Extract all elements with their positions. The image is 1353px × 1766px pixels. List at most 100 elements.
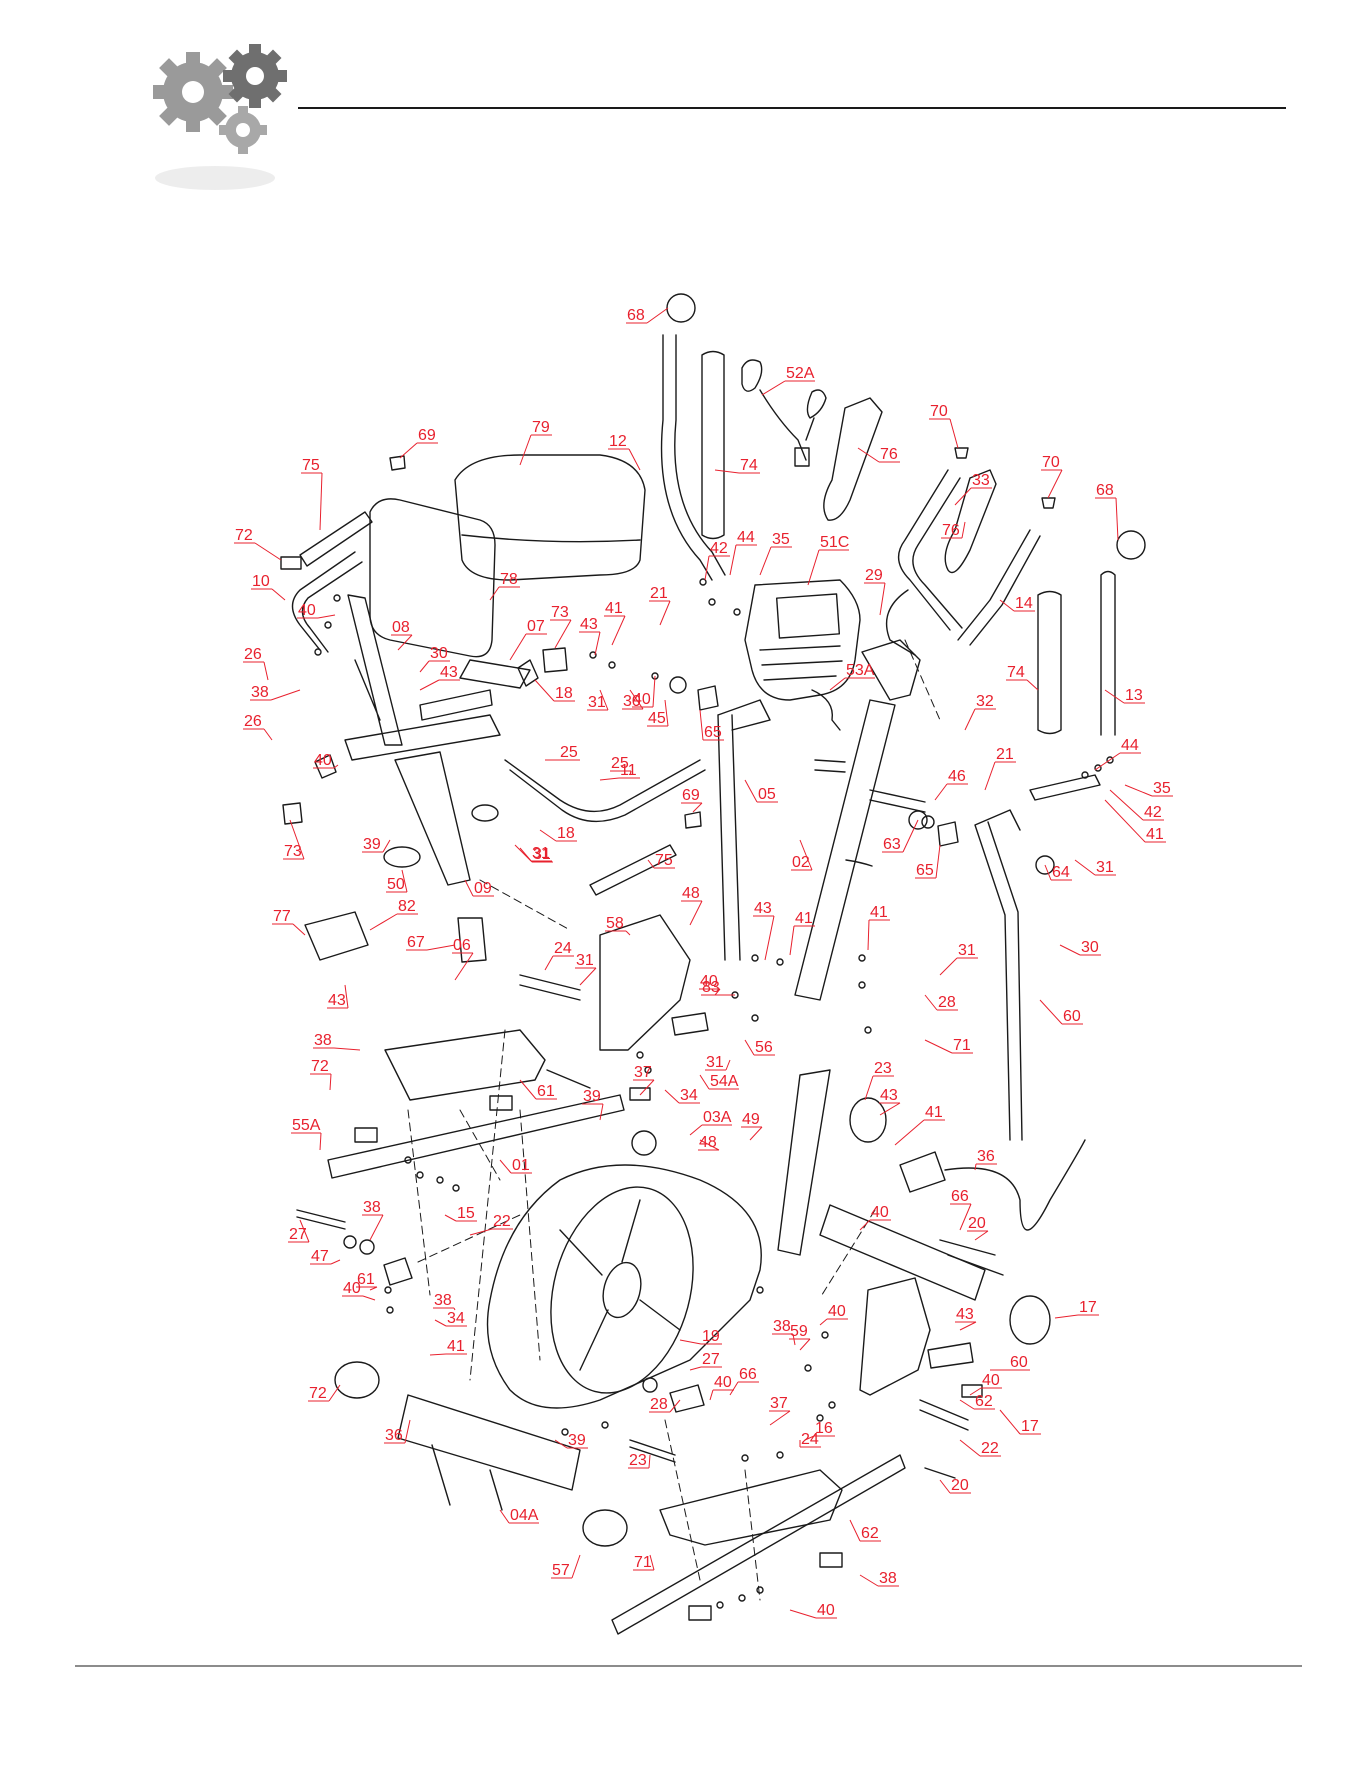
callout-label: 82 bbox=[398, 898, 416, 915]
part-01-main-frame bbox=[486, 1164, 762, 1409]
callout-label: 43 bbox=[754, 900, 772, 917]
callout-leader bbox=[859, 1574, 879, 1587]
assembly-guide-lines bbox=[407, 639, 941, 1601]
callout-leader bbox=[709, 1389, 714, 1401]
callout-leader bbox=[292, 923, 306, 936]
callout-label: 40 bbox=[314, 752, 332, 769]
small-gear-bottom-icon bbox=[219, 106, 267, 154]
callout-label: 68 bbox=[1096, 482, 1114, 499]
callout-label: 18 bbox=[557, 825, 575, 842]
callout-label: 62 bbox=[861, 1525, 879, 1542]
part-61-wheel bbox=[849, 1097, 887, 1143]
callout-leader bbox=[453, 1307, 456, 1311]
callout-label: 65 bbox=[704, 724, 722, 741]
callout-leader bbox=[969, 1387, 982, 1396]
callout-leader bbox=[799, 1338, 811, 1351]
callout-leader bbox=[344, 984, 349, 1009]
callout-leader bbox=[534, 679, 555, 702]
callout-leader bbox=[939, 1479, 951, 1494]
callout-label: 28 bbox=[650, 1396, 668, 1413]
callout-label: 33 bbox=[972, 472, 990, 489]
callout-label: 38 bbox=[314, 1032, 332, 1049]
part-73-block bbox=[542, 647, 568, 673]
part-49-tension-knob bbox=[631, 1130, 657, 1156]
callout-leader bbox=[749, 1126, 763, 1141]
callout-label: 01 bbox=[512, 1157, 530, 1174]
callout-leader bbox=[369, 913, 398, 931]
callout-label: 40 bbox=[714, 1374, 732, 1391]
callout-leader bbox=[599, 777, 620, 781]
part-10-backrest-frame bbox=[291, 551, 363, 653]
part-68-knob bbox=[1116, 530, 1146, 560]
callout-leader bbox=[829, 677, 846, 691]
part-76-upper-handle bbox=[823, 397, 883, 521]
callout-label: 44 bbox=[1121, 737, 1139, 754]
part-23-bolt bbox=[924, 1467, 956, 1479]
part-03a-left-pedal-rail bbox=[327, 1094, 625, 1179]
callout-label: 35 bbox=[772, 531, 790, 548]
callout-label: 75 bbox=[302, 457, 320, 474]
callout-leader bbox=[454, 952, 474, 981]
callout-leader bbox=[689, 900, 703, 926]
callout-leader bbox=[539, 829, 557, 842]
callout-label: 27 bbox=[289, 1226, 307, 1243]
callout-leader bbox=[1044, 864, 1052, 881]
callout-label: 45 bbox=[648, 710, 666, 727]
part-05-upper-arm bbox=[717, 699, 771, 961]
callout-label: 70 bbox=[930, 403, 948, 420]
part-23-bolt bbox=[546, 1069, 591, 1089]
callout-label: 54A bbox=[710, 1073, 739, 1090]
callout-leader bbox=[864, 1075, 874, 1101]
callout-label: 19 bbox=[702, 1328, 720, 1345]
callout-leader bbox=[599, 1103, 604, 1121]
callout-label: 40 bbox=[343, 1280, 361, 1297]
callout-leader bbox=[689, 1366, 702, 1371]
callout-leader bbox=[333, 1047, 361, 1051]
callout-leader bbox=[692, 802, 703, 813]
part-74-grip bbox=[1037, 590, 1062, 735]
callout-leader bbox=[399, 442, 418, 459]
callout-leader bbox=[807, 549, 820, 586]
parts-drawing bbox=[280, 293, 1146, 1635]
callout-label: 38 bbox=[363, 1199, 381, 1216]
callout-label: 14 bbox=[1015, 595, 1033, 612]
callout-leader bbox=[519, 434, 532, 466]
callout-leader bbox=[397, 634, 413, 651]
callout-label: 05 bbox=[758, 786, 776, 803]
callout-leader bbox=[961, 521, 966, 539]
callout-leader bbox=[1115, 497, 1119, 541]
callout-leader bbox=[902, 819, 919, 853]
callout-label: 40 bbox=[298, 602, 316, 619]
callout-leader bbox=[594, 631, 601, 656]
callout-label: 11 bbox=[620, 762, 637, 779]
callout-label: 38 bbox=[251, 684, 269, 701]
callout-label: 37 bbox=[634, 1064, 652, 1081]
callout-leader bbox=[959, 1439, 981, 1457]
part-68-knob bbox=[666, 293, 696, 323]
callout-leader bbox=[289, 819, 305, 860]
part-66-bushing bbox=[359, 1239, 375, 1255]
part-08-seat-post bbox=[347, 594, 403, 746]
callout-label: 49 bbox=[742, 1111, 760, 1128]
callout-leader bbox=[792, 1333, 796, 1346]
callout-label: 28 bbox=[938, 994, 956, 1011]
part-71-end-cap bbox=[354, 1127, 378, 1143]
callout-label: 55A bbox=[292, 1117, 321, 1134]
callout-leader bbox=[1059, 944, 1081, 956]
callout-leader bbox=[426, 944, 456, 951]
part-21-axle bbox=[869, 789, 926, 813]
callout-label: 76 bbox=[942, 522, 960, 539]
callout-leader bbox=[489, 586, 500, 601]
part-02-console-mast bbox=[794, 699, 896, 1001]
callout-leader bbox=[319, 1132, 322, 1151]
callout-label: 18 bbox=[555, 685, 573, 702]
callout-label: 69 bbox=[418, 427, 436, 444]
callout-label: 69 bbox=[682, 787, 700, 804]
callout-leader bbox=[382, 839, 391, 853]
callout-leader bbox=[894, 1119, 925, 1146]
part-65-bushing bbox=[697, 685, 719, 711]
callout-label: 42 bbox=[710, 540, 728, 557]
callout-leader bbox=[263, 661, 269, 681]
callout-leader bbox=[939, 957, 958, 976]
callout-label: 40 bbox=[828, 1303, 846, 1320]
